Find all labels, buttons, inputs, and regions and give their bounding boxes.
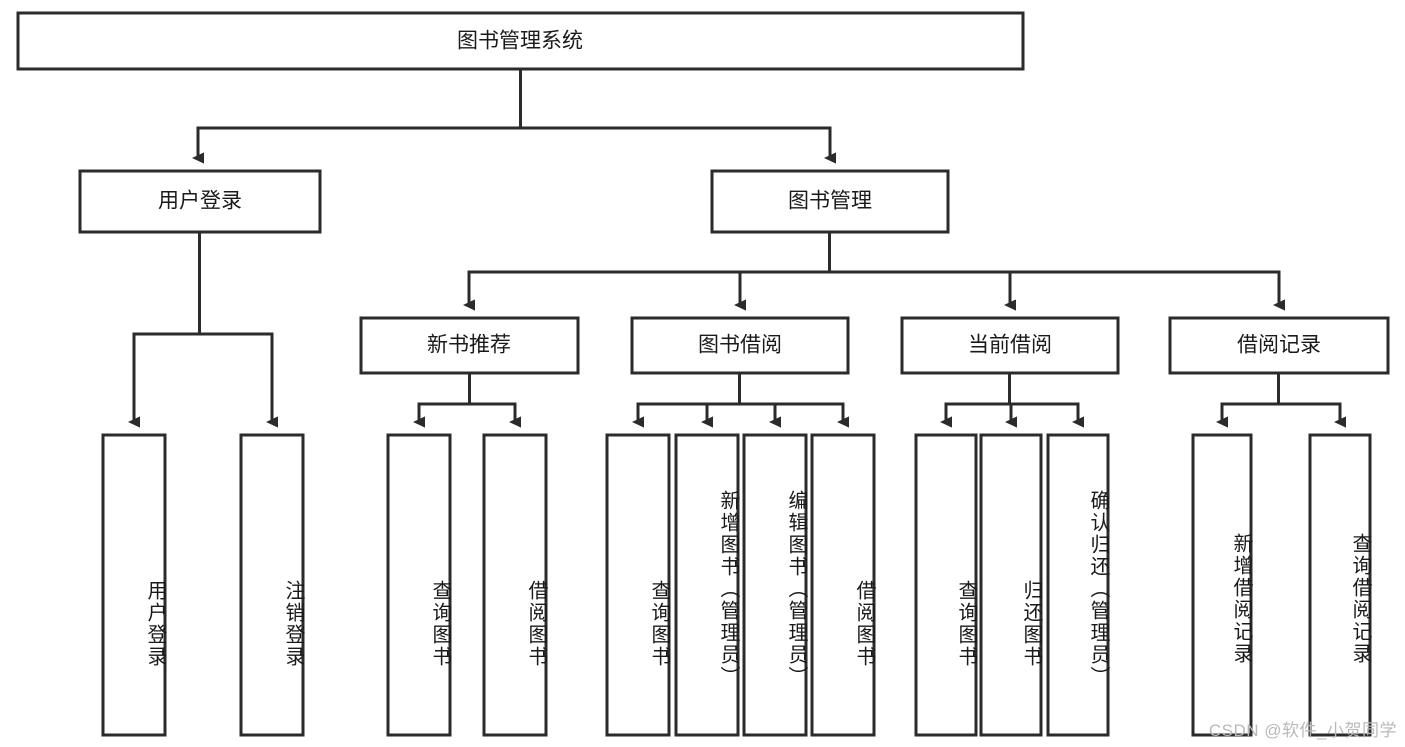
watermark-text: CSDN @软件_小贺同学 — [1208, 721, 1397, 740]
node-borrow-record[interactable]: 借阅记录 — [1168, 316, 1390, 375]
leaf-box-borrow-book[interactable] — [810, 433, 876, 737]
node-current-borrow[interactable]: 当前借阅 — [900, 316, 1120, 375]
node-user-login[interactable]: 用户登录 — [78, 169, 322, 234]
leaf-box-query-book-new[interactable] — [386, 433, 452, 737]
node-book-borrow-label: 图书借阅 — [698, 334, 782, 357]
leaf-box-confirm-return-admin[interactable] — [1046, 433, 1110, 737]
node-root-system[interactable]: 图书管理系统 — [16, 11, 1025, 71]
node-book-borrow-box[interactable] — [630, 316, 850, 375]
leaf-box-add-book-admin[interactable] — [674, 433, 740, 737]
edge-group — [128, 67, 1346, 428]
node-current-borrow-box[interactable] — [900, 316, 1120, 375]
node-book-management-label: 图书管理 — [788, 190, 872, 213]
node-book-management[interactable]: 图书管理 — [710, 169, 950, 234]
node-new-book-recommend-box[interactable] — [359, 316, 580, 375]
leaf-box-query-book-current[interactable] — [914, 433, 978, 737]
node-user-login-label: 用户登录 — [158, 190, 242, 213]
node-new-book-recommend[interactable]: 新书推荐 — [359, 316, 580, 375]
leaf-box-add-borrow-record[interactable] — [1191, 433, 1253, 737]
leaf-box-group — [101, 433, 1372, 737]
node-root-system-box[interactable] — [16, 11, 1025, 71]
leaf-box-query-borrow-record[interactable] — [1308, 433, 1372, 737]
node-current-borrow-label: 当前借阅 — [968, 334, 1052, 357]
leaf-box-logout[interactable] — [239, 433, 305, 737]
node-book-management-box[interactable] — [710, 169, 950, 234]
node-book-borrow[interactable]: 图书借阅 — [630, 316, 850, 375]
node-user-login-box[interactable] — [78, 169, 322, 234]
node-root-system-label: 图书管理系统 — [457, 30, 583, 53]
leaf-box-borrow-book-new[interactable] — [482, 433, 548, 737]
leaf-box-return-book[interactable] — [979, 433, 1043, 737]
node-borrow-record-label: 借阅记录 — [1237, 334, 1321, 357]
node-new-book-recommend-label: 新书推荐 — [427, 334, 511, 357]
leaf-box-user-login[interactable] — [101, 433, 167, 737]
leaf-box-query-book-borrow[interactable] — [605, 433, 671, 737]
node-borrow-record-box[interactable] — [1168, 316, 1390, 375]
leaf-box-edit-book-admin[interactable] — [742, 433, 808, 737]
